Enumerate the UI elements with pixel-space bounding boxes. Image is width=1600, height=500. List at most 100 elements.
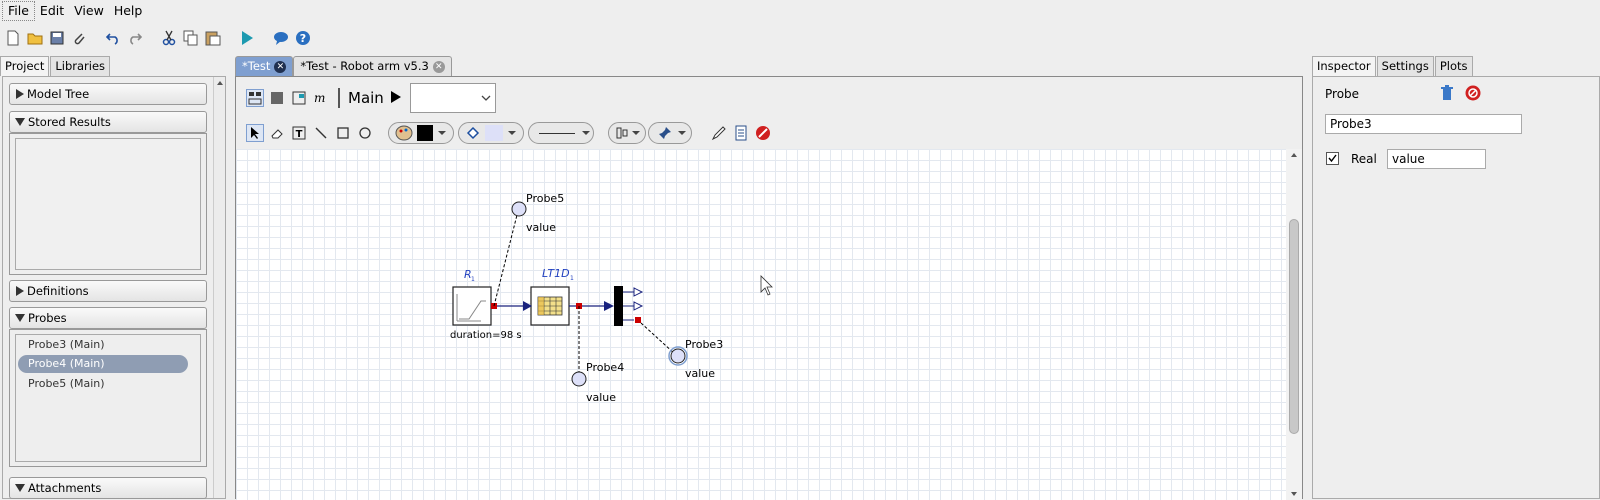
left-tabs: Project Libraries	[0, 56, 228, 76]
cancel-icon[interactable]	[1465, 85, 1481, 104]
list-item[interactable]: Probe5 (Main)	[28, 377, 105, 390]
main-toolbar: ?	[0, 26, 312, 50]
undo-icon[interactable]	[104, 29, 122, 47]
probe4-node[interactable]	[571, 371, 587, 387]
definitions-label: Definitions	[27, 284, 89, 298]
menu-help[interactable]: Help	[113, 3, 143, 18]
probe5-value: value	[526, 221, 556, 234]
tab-robot-arm[interactable]: *Test - Robot arm v5.3 ✕	[293, 56, 452, 76]
modelica-text-icon[interactable]: m	[312, 89, 330, 107]
definitions-header[interactable]: Definitions	[9, 280, 207, 302]
document-icon[interactable]	[732, 124, 750, 142]
probe-name-field[interactable]: Probe3	[1325, 114, 1522, 134]
close-icon[interactable]: ✕	[432, 60, 445, 73]
tab-libraries[interactable]: Libraries	[50, 56, 111, 76]
diagram-canvas[interactable]: R 1 duration=98 s LT1D 1	[236, 149, 1288, 500]
split-view-icon[interactable]	[290, 89, 308, 107]
chevron-down-icon	[632, 131, 640, 135]
value-field[interactable]: value	[1387, 149, 1486, 169]
chat-icon[interactable]	[272, 29, 290, 47]
line-style-picker[interactable]	[528, 122, 594, 144]
stored-results-list[interactable]	[15, 138, 201, 270]
probes-header[interactable]: Probes	[9, 307, 207, 329]
scroll-up-icon[interactable]	[214, 77, 226, 89]
real-checkbox[interactable]	[1326, 152, 1339, 165]
text-tool-icon[interactable]: T	[290, 124, 308, 142]
separator	[338, 88, 340, 108]
probe3-value: value	[685, 367, 715, 380]
probe3-link	[640, 322, 676, 355]
attachments-header[interactable]: Attachments	[9, 477, 207, 499]
tab-plots[interactable]: Plots	[1434, 56, 1473, 76]
trash-icon[interactable]	[1440, 85, 1454, 104]
scrollbar-thumb[interactable]	[1289, 219, 1299, 434]
pen-icon[interactable]	[710, 124, 728, 142]
diagram-view-icon[interactable]	[246, 89, 264, 107]
scroll-up-icon[interactable]	[1286, 149, 1302, 161]
menu-file[interactable]: File	[2, 1, 35, 21]
pointer-tool-icon[interactable]	[246, 124, 264, 142]
list-item[interactable]: Probe3 (Main)	[28, 338, 105, 351]
run-icon[interactable]	[238, 29, 256, 47]
help-icon[interactable]: ?	[294, 29, 312, 47]
scroll-down-icon[interactable]	[1286, 488, 1302, 500]
editor-area: *Test ✕ *Test - Robot arm v5.3 ✕ m Main …	[235, 54, 1303, 500]
stored-results-header[interactable]: Stored Results	[9, 111, 207, 133]
eraser-tool-icon[interactable]	[268, 124, 286, 142]
model-tree-header[interactable]: Model Tree	[9, 83, 207, 105]
line-color-picker[interactable]	[388, 122, 454, 144]
cut-icon[interactable]	[160, 29, 178, 47]
table-sub: 1	[570, 275, 574, 282]
left-scrollbar[interactable]	[213, 77, 225, 498]
tab-inspector[interactable]: Inspector	[1312, 56, 1376, 76]
inspector-body: Probe Probe3 Real value	[1312, 76, 1600, 499]
checkmark-icon	[1328, 154, 1337, 163]
ellipse-tool-icon[interactable]	[356, 124, 374, 142]
paste-icon[interactable]	[204, 29, 222, 47]
fill-color-swatch	[485, 125, 503, 141]
palette-icon	[395, 125, 413, 141]
copy-icon[interactable]	[182, 29, 200, 47]
list-item[interactable]: Probe4 (Main)	[18, 355, 188, 373]
attach-icon[interactable]	[70, 29, 88, 47]
tab-test[interactable]: *Test ✕	[235, 56, 294, 76]
stop-icon[interactable]	[754, 124, 772, 142]
fill-bucket-icon	[466, 126, 480, 140]
icon-view-icon[interactable]	[268, 89, 286, 107]
tab-project[interactable]: Project	[0, 56, 50, 76]
open-folder-icon[interactable]	[26, 29, 44, 47]
pin-picker[interactable]	[648, 122, 692, 144]
instance-select[interactable]	[409, 83, 496, 113]
new-file-icon[interactable]	[4, 29, 22, 47]
expand-arrow-icon	[16, 286, 24, 296]
probes-panel: Probe3 (Main) Probe4 (Main) Probe5 (Main…	[9, 329, 207, 467]
probe3-selection	[668, 346, 688, 366]
chevron-down-icon	[508, 131, 516, 135]
right-tabs: Inspector Settings Plots	[1312, 56, 1600, 76]
close-icon[interactable]: ✕	[274, 60, 287, 73]
demux-block[interactable]	[614, 286, 644, 326]
probe3-node[interactable]	[670, 348, 686, 364]
redo-icon[interactable]	[126, 29, 144, 47]
menu-view[interactable]: View	[74, 3, 104, 18]
model-tree-label: Model Tree	[27, 87, 90, 101]
play-arrow-icon[interactable]	[390, 90, 402, 107]
save-icon[interactable]	[48, 29, 66, 47]
table-block[interactable]	[530, 286, 570, 326]
pin-icon	[659, 127, 671, 139]
align-picker[interactable]	[608, 122, 646, 144]
line-style-preview	[539, 132, 575, 134]
fill-color-picker[interactable]	[458, 122, 524, 144]
canvas-scrollbar[interactable]	[1286, 149, 1302, 500]
collapse-arrow-icon	[15, 484, 25, 492]
rectangle-tool-icon[interactable]	[334, 124, 352, 142]
ramp-param: duration=98 s	[450, 330, 522, 341]
ramp-block[interactable]	[452, 286, 492, 326]
inspector-panel: Inspector Settings Plots Probe Probe3 Re…	[1312, 56, 1600, 499]
probes-label: Probes	[28, 311, 67, 325]
probe5-label: Probe5	[526, 192, 564, 205]
probe5-node[interactable]	[511, 201, 527, 217]
menu-edit[interactable]: Edit	[39, 3, 65, 18]
line-tool-icon[interactable]	[312, 124, 330, 142]
tab-settings[interactable]: Settings	[1376, 56, 1434, 76]
